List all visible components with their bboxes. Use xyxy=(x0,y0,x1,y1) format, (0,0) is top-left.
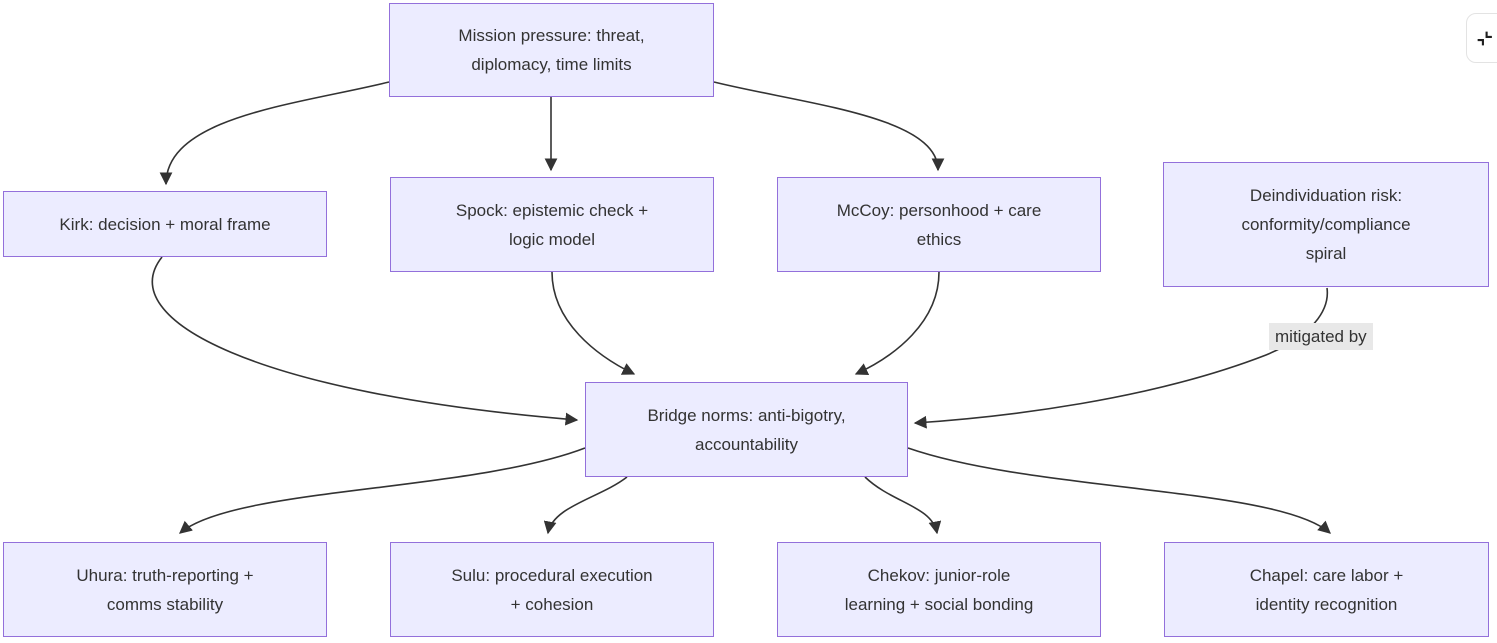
fullscreen-toggle-icon xyxy=(1475,29,1494,48)
edge-kirk-bridge xyxy=(151,256,579,426)
node-kirk: Kirk: decision + moral frame xyxy=(3,191,327,257)
node-bridge-norms: Bridge norms: anti-bigotry, accountabili… xyxy=(585,382,908,477)
edge-mission-mccoy xyxy=(713,81,945,172)
node-sulu: Sulu: procedural execution + cohesion xyxy=(390,542,714,637)
edge-deindividuation-bridge xyxy=(913,287,1329,429)
node-mission-pressure: Mission pressure: threat, diplomacy, tim… xyxy=(389,3,714,97)
node-chapel: Chapel: care labor + identity recognitio… xyxy=(1164,542,1489,637)
node-spock: Spock: epistemic check + logic model xyxy=(390,177,714,272)
edge-bridge-chekov xyxy=(864,476,942,535)
node-chekov: Chekov: junior-role learning + social bo… xyxy=(777,542,1101,637)
node-deindividuation-risk: Deindividuation risk: conformity/complia… xyxy=(1163,162,1489,287)
edge-spock-bridge xyxy=(551,271,636,375)
edge-label-mitigated-by: mitigated by xyxy=(1269,323,1373,350)
fullscreen-toggle-button[interactable] xyxy=(1466,13,1497,63)
edge-bridge-uhura xyxy=(179,447,586,534)
node-mccoy: McCoy: personhood + care ethics xyxy=(777,177,1101,272)
edge-bridge-sulu xyxy=(543,476,628,535)
edge-mccoy-bridge xyxy=(854,271,940,375)
edge-bridge-chapel xyxy=(907,447,1331,534)
edge-mission-kirk xyxy=(159,81,390,186)
node-uhura: Uhura: truth-reporting + comms stability xyxy=(3,542,327,637)
